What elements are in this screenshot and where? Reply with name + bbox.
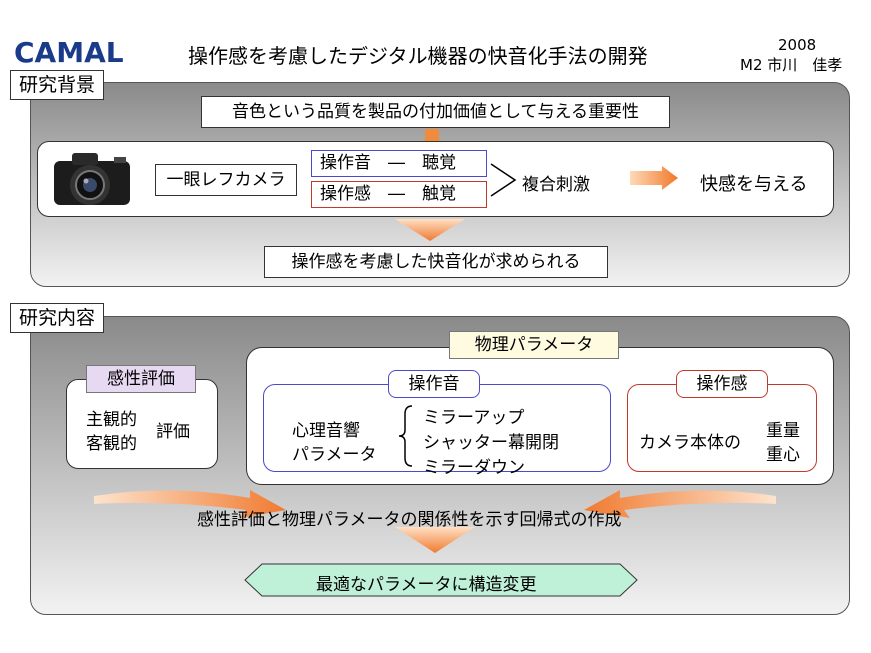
sound-hearing-box: 操作音 ― 聴覚 — [311, 150, 487, 177]
final-hexagon — [244, 563, 638, 597]
regression-label: 感性評価と物理パラメータの関係性を示す回帰式の作成 — [197, 510, 622, 530]
kansei-title: 感性評価 — [86, 365, 196, 393]
composite-label: 複合刺激 — [522, 175, 590, 195]
conclusion-box: 操作感を考慮した快音化が求められる — [264, 246, 608, 278]
physics-title: 物理パラメータ — [449, 331, 619, 359]
weight-label: 重量 — [766, 421, 800, 441]
importance-box: 音色という品質を製品の付加価値として与える重要性 — [201, 96, 670, 128]
down-arrow-icon — [395, 219, 465, 241]
feel-touch-box: 操作感 ― 触覚 — [311, 181, 487, 208]
camera-icon — [50, 147, 134, 211]
sound-group — [263, 384, 611, 472]
camera-label: 一眼レフカメラ — [155, 164, 297, 196]
feel-group — [627, 384, 817, 472]
logo: CAMAL — [14, 36, 124, 69]
background-tab: 研究背景 — [10, 70, 105, 100]
year: 2008 — [778, 36, 817, 54]
final-label: 最適なパラメータに構造変更 — [316, 575, 537, 595]
curved-arrows-icon — [90, 484, 780, 534]
center-label: 重心 — [766, 445, 800, 465]
psycho-label-2: パラメータ — [292, 445, 377, 465]
bracket-arrow-icon — [489, 160, 519, 200]
author: M2 市川 佳孝 — [740, 56, 843, 74]
mirror-down-label: ミラーダウン — [423, 458, 525, 478]
logo-text: CAMAL — [14, 36, 124, 68]
content-tab: 研究内容 — [10, 303, 105, 333]
evaluation-label: 評価 — [156, 422, 190, 442]
subjective-label: 主観的 — [86, 410, 137, 430]
connector-bar — [425, 129, 439, 141]
psycho-label-1: 心理音響 — [292, 421, 360, 441]
down-arrow-2-icon — [395, 527, 475, 553]
mirror-up-label: ミラーアップ — [423, 408, 525, 428]
feel-title: 操作感 — [676, 370, 768, 398]
right-arrow-icon — [630, 166, 678, 190]
objective-label: 客観的 — [86, 434, 137, 454]
pleasure-label: 快感を与える — [700, 174, 808, 195]
page-title: 操作感を考慮したデジタル機器の快音化手法の開発 — [188, 44, 648, 68]
sound-title: 操作音 — [388, 370, 480, 398]
brace-icon — [397, 404, 415, 468]
shutter-label: シャッター幕開閉 — [423, 433, 559, 453]
kansei-box — [66, 379, 218, 469]
camera-body-label: カメラ本体の — [639, 433, 741, 453]
